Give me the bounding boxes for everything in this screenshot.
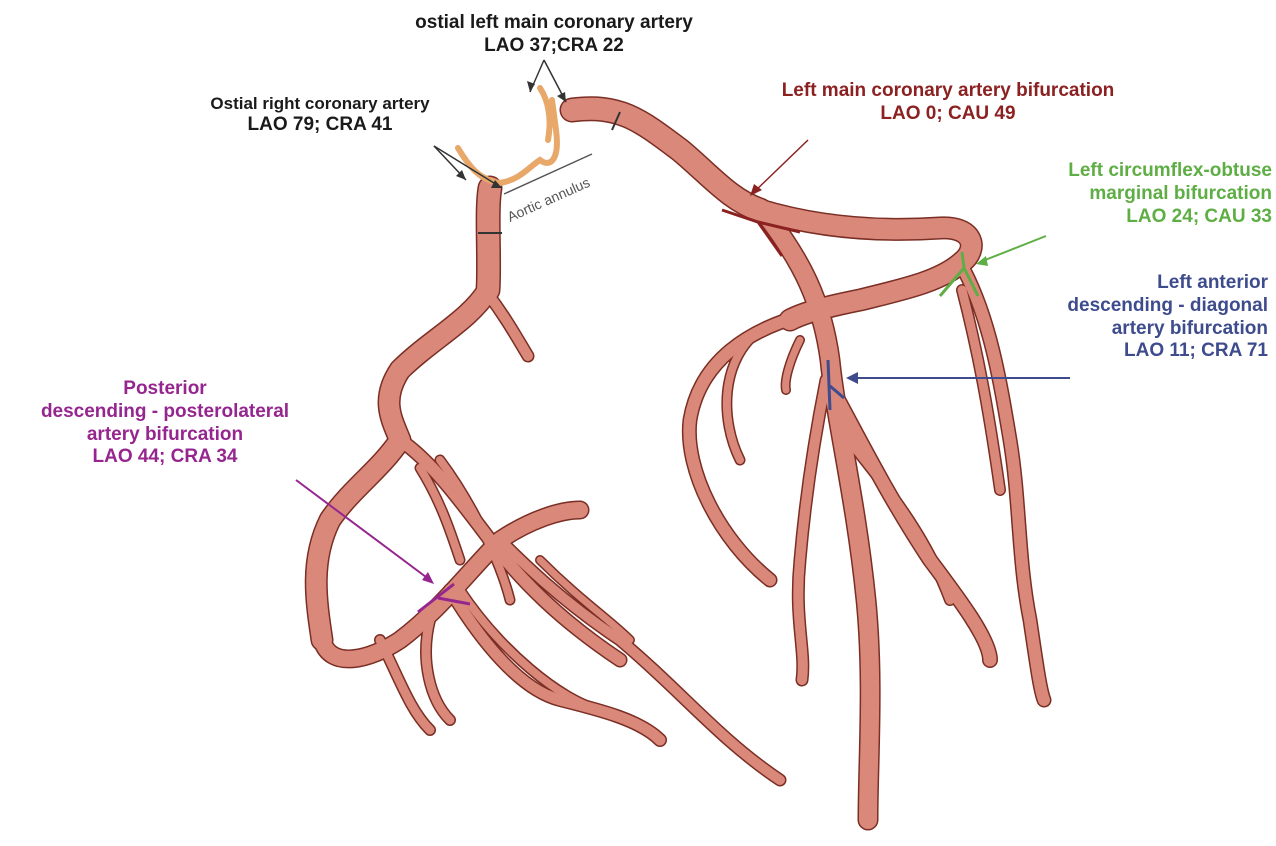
lcx-om-label: Left circumflex-obtuse marginal bifurcat… xyxy=(1008,160,1272,228)
lad-diag-label: Left anterior descending - diagonal arte… xyxy=(1018,272,1268,363)
aortic-annulus-label: Aortic annulus xyxy=(505,174,593,225)
lcx-lat-1 xyxy=(689,316,800,580)
lmca-bif-label: Left main coronary artery bifurcation LA… xyxy=(718,80,1178,126)
pd-pl-arrowhead xyxy=(422,572,434,584)
lcx-lat-3 xyxy=(786,340,800,390)
rca-pl xyxy=(500,540,780,780)
lmca-bif-arrow xyxy=(752,140,808,194)
lad-diag-arrowhead xyxy=(846,372,858,384)
rca-ostial-seg xyxy=(488,188,490,290)
rca-branch-top xyxy=(488,294,528,356)
pd-pl-label: Posterior descending - posterolateral ar… xyxy=(10,378,320,469)
rca-ostial-label: Ostial right coronary artery LAO 79; CRA… xyxy=(180,94,460,137)
pd-low-2 xyxy=(426,620,450,720)
rca-ostial-arrows xyxy=(434,146,502,188)
lcx-lat-1-border xyxy=(689,316,800,580)
aortic-annulus-shape-left xyxy=(540,88,550,140)
lmca-ostial-label: ostial left main coronary artery LAO 37;… xyxy=(374,12,734,58)
lcx-om-arrow xyxy=(980,236,1046,262)
